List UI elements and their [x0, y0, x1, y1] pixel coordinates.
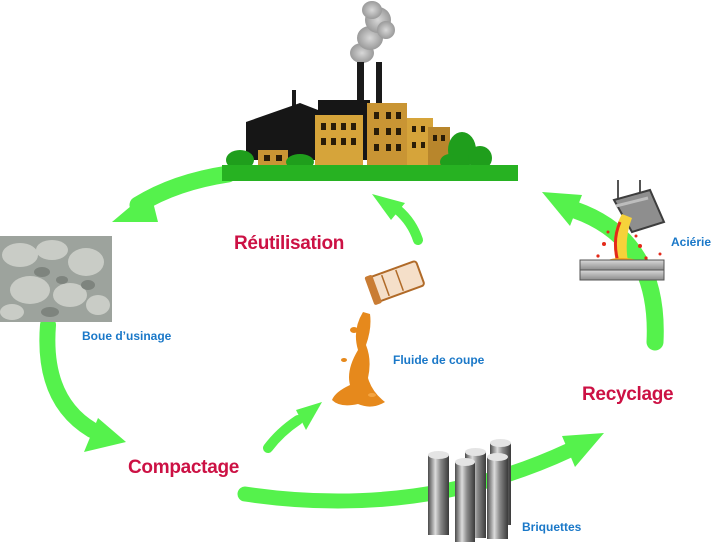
sludge-image — [0, 236, 112, 322]
arrowhead-fluid — [296, 402, 322, 430]
arrow-heads — [84, 190, 604, 467]
arrowhead-compactage — [84, 418, 126, 452]
reutilisation-label: Réutilisation — [234, 233, 345, 254]
arrowhead-factory — [372, 194, 405, 220]
factory-ground — [222, 165, 518, 181]
arrowhead-acierie — [542, 192, 582, 226]
arrowhead-recyclage — [562, 433, 604, 467]
arrowhead-sludge — [112, 190, 158, 222]
fluid-pour-icon — [332, 260, 425, 407]
boue-label: Boue d’usinage — [82, 329, 172, 343]
arrow-sludge-to-compactage — [39, 317, 100, 438]
compactage-label: Compactage — [128, 457, 240, 478]
arrow-recyclage-to-factory — [566, 201, 664, 351]
briquettes-icon — [428, 439, 511, 542]
arrow-fluid-to-factory — [393, 205, 423, 245]
fluide-label: Fluide de coupe — [393, 353, 485, 367]
arrow-compactage-to-recyclage — [237, 442, 578, 509]
fluid-stream — [332, 312, 385, 407]
recyclage-label: Recyclage — [582, 384, 674, 405]
acierie-label: Aciérie — [671, 235, 712, 249]
steelworks-ladle-icon — [579, 180, 666, 281]
arrow-compactage-to-fluid — [263, 415, 303, 453]
smoke-cloud — [350, 1, 395, 63]
briquettes-label: Briquettes — [522, 520, 582, 534]
factory-icon — [222, 1, 518, 181]
